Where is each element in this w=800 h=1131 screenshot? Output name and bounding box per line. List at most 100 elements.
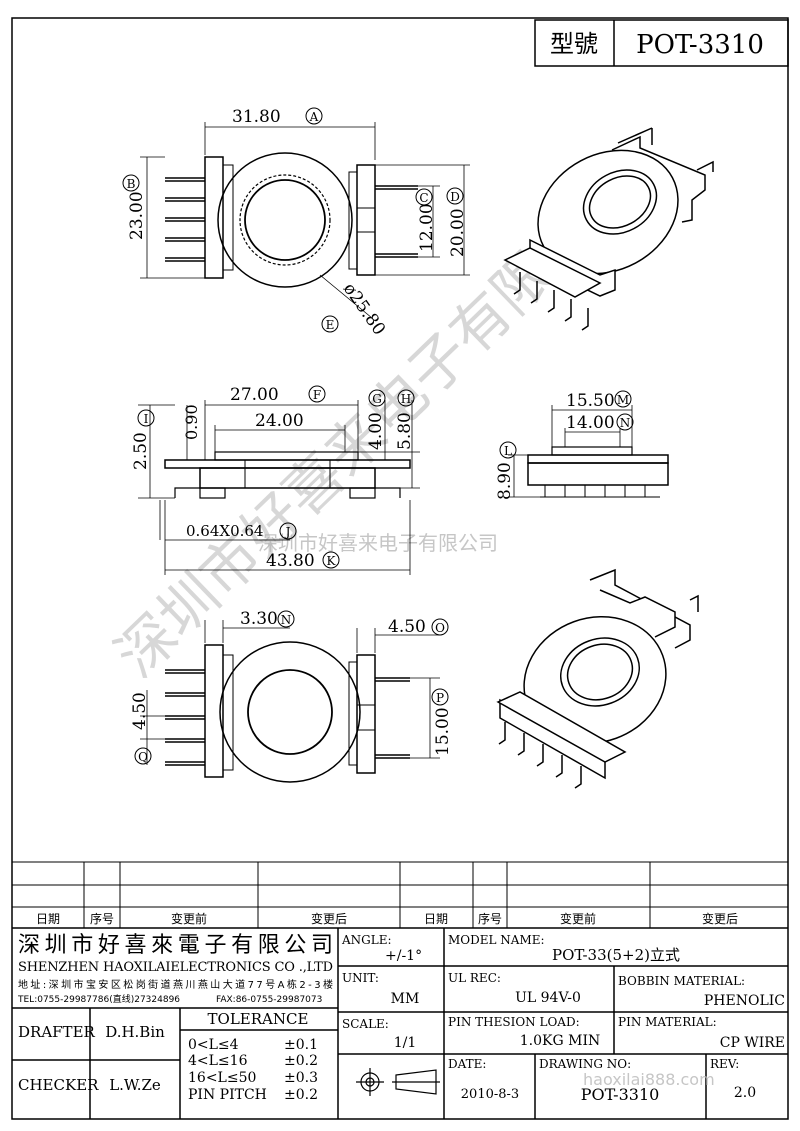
top-view-pins-left [165,177,205,262]
dim-P-tag: P [436,691,444,705]
tol2-value: ±0.2 [284,1053,318,1069]
dim-090-value: 0.90 [182,404,201,440]
unit-value: MM [391,991,420,1007]
projection-symbol-icon [356,1068,440,1096]
dim-L-value: 8.90 [495,462,515,500]
dim-B-tag: B [127,177,136,191]
rev-header-after-2: 变更后 [702,911,738,926]
unit-label: UNIT: [342,971,379,985]
rev-header-date-1: 日期 [36,912,60,926]
bobbin-material-label: BOBBIN MATERIAL: [618,974,745,988]
dim-M-tag: M [617,393,629,407]
tolerance-title: TOLERANCE [208,1010,309,1028]
tol2-range: 4<L≤16 [188,1053,248,1069]
company-name-en: SHENZHEN HAOXILAIELECTRONICS CO .,LTD [18,960,333,975]
dim-G-value: 4.00 [366,412,386,450]
watermark-url: haoxilai888.com [583,1070,715,1089]
dim-O-tag: O [435,621,445,635]
checker-label: CHECKER [18,1076,99,1094]
dim-F-tag: F [313,388,321,402]
drafter-value: D.H.Bin [105,1023,165,1041]
dim-N1-value: 14.00 [566,413,615,433]
rev-value: 2.0 [734,1085,756,1101]
angle-value: +/-1° [385,948,422,964]
dim-O-value: 4.50 [388,617,426,637]
dim-A-value: 31.80 [232,107,281,127]
dim-H-value: 5.80 [395,412,415,450]
pin-load-value: 1.0KG MIN [520,1033,600,1049]
date-label: DATE: [448,1057,486,1071]
company-name-cn: 深圳市好喜來電子有限公司 [18,933,333,958]
dim-C-tag: C [419,191,428,205]
ul-label: UL REC: [448,971,501,985]
rev-header-seq-1: 序号 [90,911,114,926]
company-address: 地址:深圳市宝安区松岗街道燕川燕山大道77号A栋2-3楼 [18,978,333,991]
checker-value: L.W.Ze [109,1076,161,1094]
dim-B-value: 23.00 [127,191,147,240]
dim-D-value: 20.00 [448,208,468,257]
dim-M-value: 15.50 [566,391,615,411]
dim-I-tag: I [144,412,149,426]
tol3-range: 16<L≤50 [188,1070,256,1086]
dim-G-tag: G [372,392,382,406]
watermark-center: 深圳市好喜来电子有限公司 [258,531,498,555]
dim-Q-value: 4.50 [130,692,150,730]
dim-24-value: 24.00 [255,411,304,431]
dim-J-value: 0.64X0.64 [186,522,263,540]
dim-C-value: 12.00 [417,203,437,252]
tol3-value: ±0.3 [284,1070,318,1086]
drafter-label: DRAFTER [18,1023,96,1041]
rev-header-date-2: 日期 [424,912,448,926]
sheet-border [11,17,789,1120]
rev-header-seq-2: 序号 [478,911,502,926]
drawing-no-label: DRAWING NO: [539,1057,631,1071]
end-view: 15.50 M 14.00 N 8.90 L [495,390,669,500]
top-view-pins-right [375,185,418,258]
rev-header-before-1: 变更前 [171,911,207,926]
rev-header-after-1: 变更后 [311,911,347,926]
dim-H-tag: H [401,392,411,406]
date-value: 2010-8-3 [461,1087,519,1102]
tol1-range: 0<L≤4 [188,1037,239,1053]
side-view: 27.00 F 24.00 4.00 G 5.80 H 2.50 I 0.90 … [131,385,420,575]
rev-label: REV: [710,1057,739,1071]
tol1-value: ±0.1 [284,1037,318,1053]
dim-I-value: 2.50 [131,432,151,470]
dim-D-tag: D [450,190,460,204]
dim-A-tag: A [309,110,319,124]
iso-view-bottom [496,568,699,789]
dim-N2-value: 3.30 [240,609,278,629]
tol4-value: ±0.2 [284,1087,318,1103]
drawing-no-value: POT-3310 [581,1085,660,1104]
dim-L-tag: L [504,444,512,458]
revision-table: 日期 序号 变更前 变更后 日期 序号 变更前 变更后 [12,861,788,929]
dim-K-tag: K [327,554,337,568]
dim-J-tag: J [284,525,291,539]
dim-K-value: 43.80 [266,551,315,571]
rev-header-before-2: 变更前 [560,911,596,926]
ul-value: UL 94V-0 [515,990,581,1006]
dim-P-value: 15.00 [433,707,453,756]
iso-view-top [503,127,714,331]
header-model-label: 型號 [550,30,598,58]
title-block: 深圳市好喜來電子有限公司 SHENZHEN HAOXILAIELECTRONIC… [12,928,788,1119]
bobbin-material-value: PHENOLIC [704,993,785,1009]
dim-Q-tag: Q [138,750,148,764]
angle-label: ANGLE: [341,933,392,947]
dim-E-value: ø25.80 [339,279,389,339]
pin-load-label: PIN THESION LOAD: [448,1015,580,1029]
dim-N2-tag: N [281,613,292,627]
pin-material-value: CP WIRE [720,1035,785,1051]
scale-value: 1/1 [394,1035,417,1051]
dim-F-value: 27.00 [230,385,279,405]
company-fax: FAX:86-0755-29987073 [216,995,322,1005]
scale-label: SCALE: [342,1017,389,1031]
top-view: 31.80 A 23.00 B 12.00 C 20.00 D ø25.80 E [122,107,470,339]
dim-N1-tag: N [620,416,631,430]
tol4-range: PIN PITCH [188,1087,267,1103]
header-model-value: POT-3310 [636,30,764,60]
header-box: 型號 POT-3310 [534,19,789,67]
model-name-value: POT-33(5+2)立式 [552,946,680,964]
bottom-view: 3.30 N 4.50 O 15.00 P 4.50 Q [130,609,453,783]
